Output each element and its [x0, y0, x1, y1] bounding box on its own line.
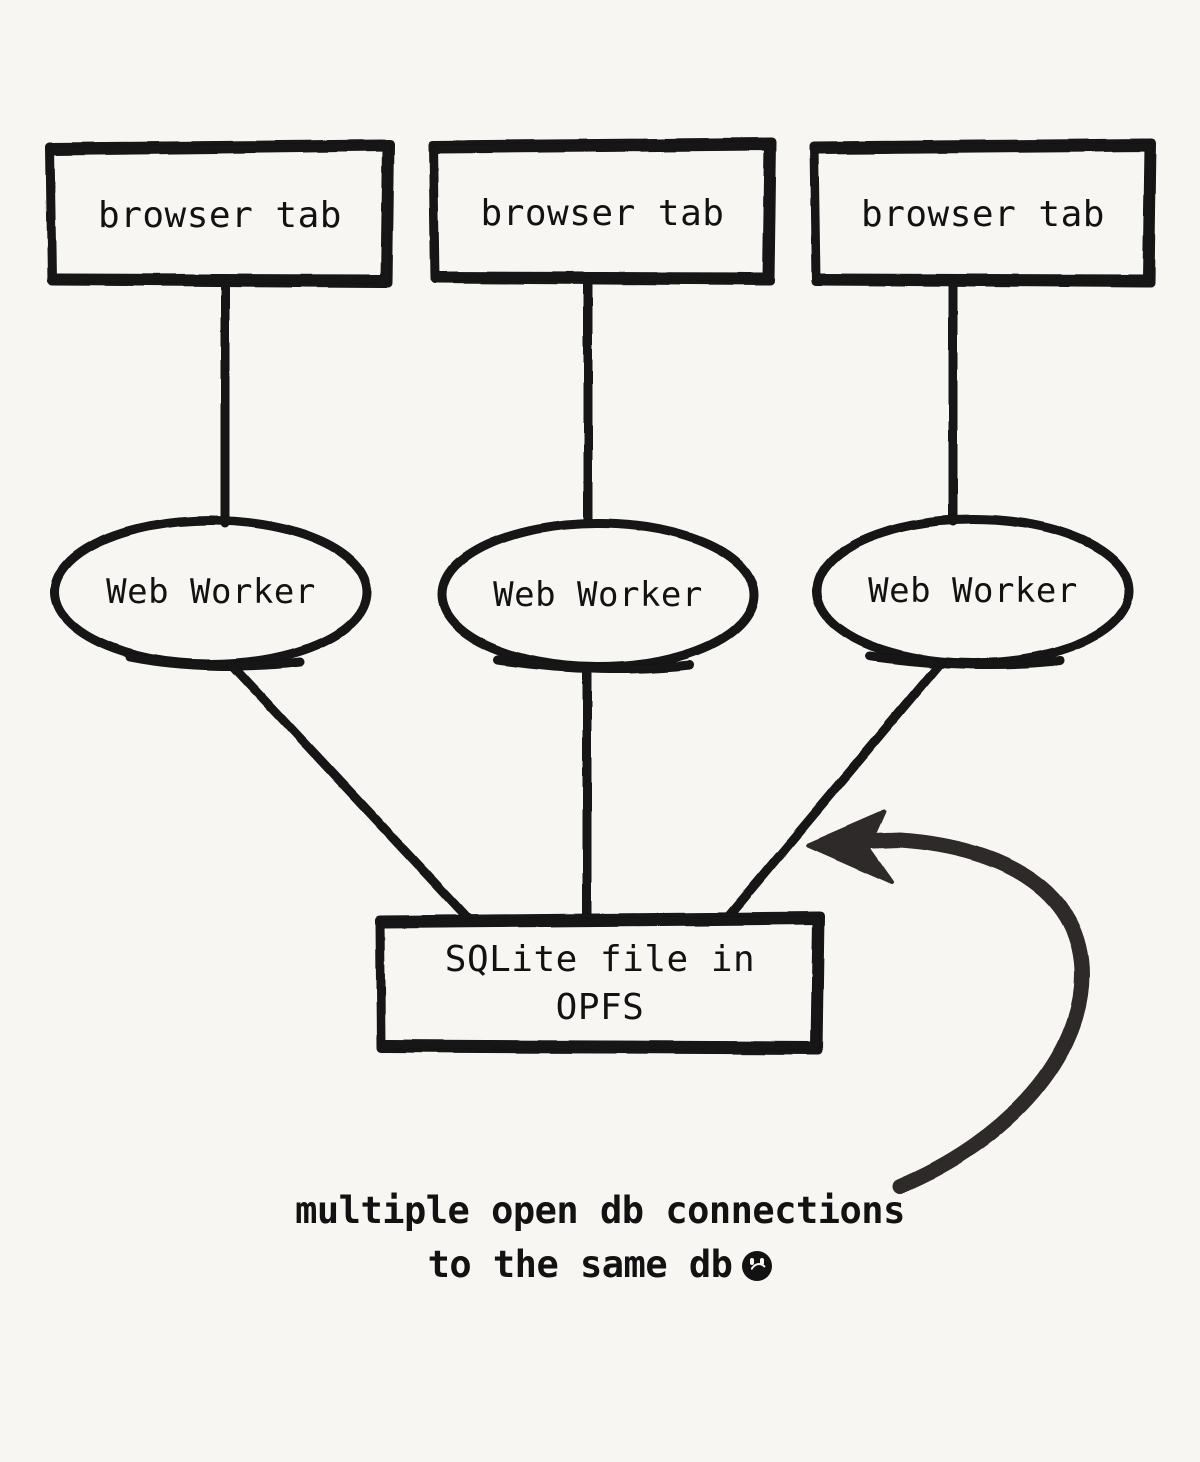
caption-line-2: to the same db	[427, 1242, 733, 1286]
store-box	[375, 911, 825, 1055]
tab-box-3	[809, 138, 1157, 288]
caption-line-1: multiple open db connections	[295, 1189, 905, 1232]
caption-line-2-wrap: to the same db	[150, 1238, 1050, 1292]
tab-box-1	[45, 139, 395, 288]
annotation-arrow	[806, 810, 1090, 1194]
worker-ellipse-3	[812, 514, 1134, 670]
worker-ellipse-1	[50, 515, 372, 671]
sad-face-icon	[742, 1250, 773, 1281]
edge-worker1-store	[226, 659, 472, 922]
edge-worker3-store	[722, 658, 946, 923]
caption-annotation: multiple open db connections to the same…	[150, 1184, 1050, 1291]
worker-ellipse-2	[437, 518, 759, 674]
tab-box-2	[428, 137, 777, 286]
